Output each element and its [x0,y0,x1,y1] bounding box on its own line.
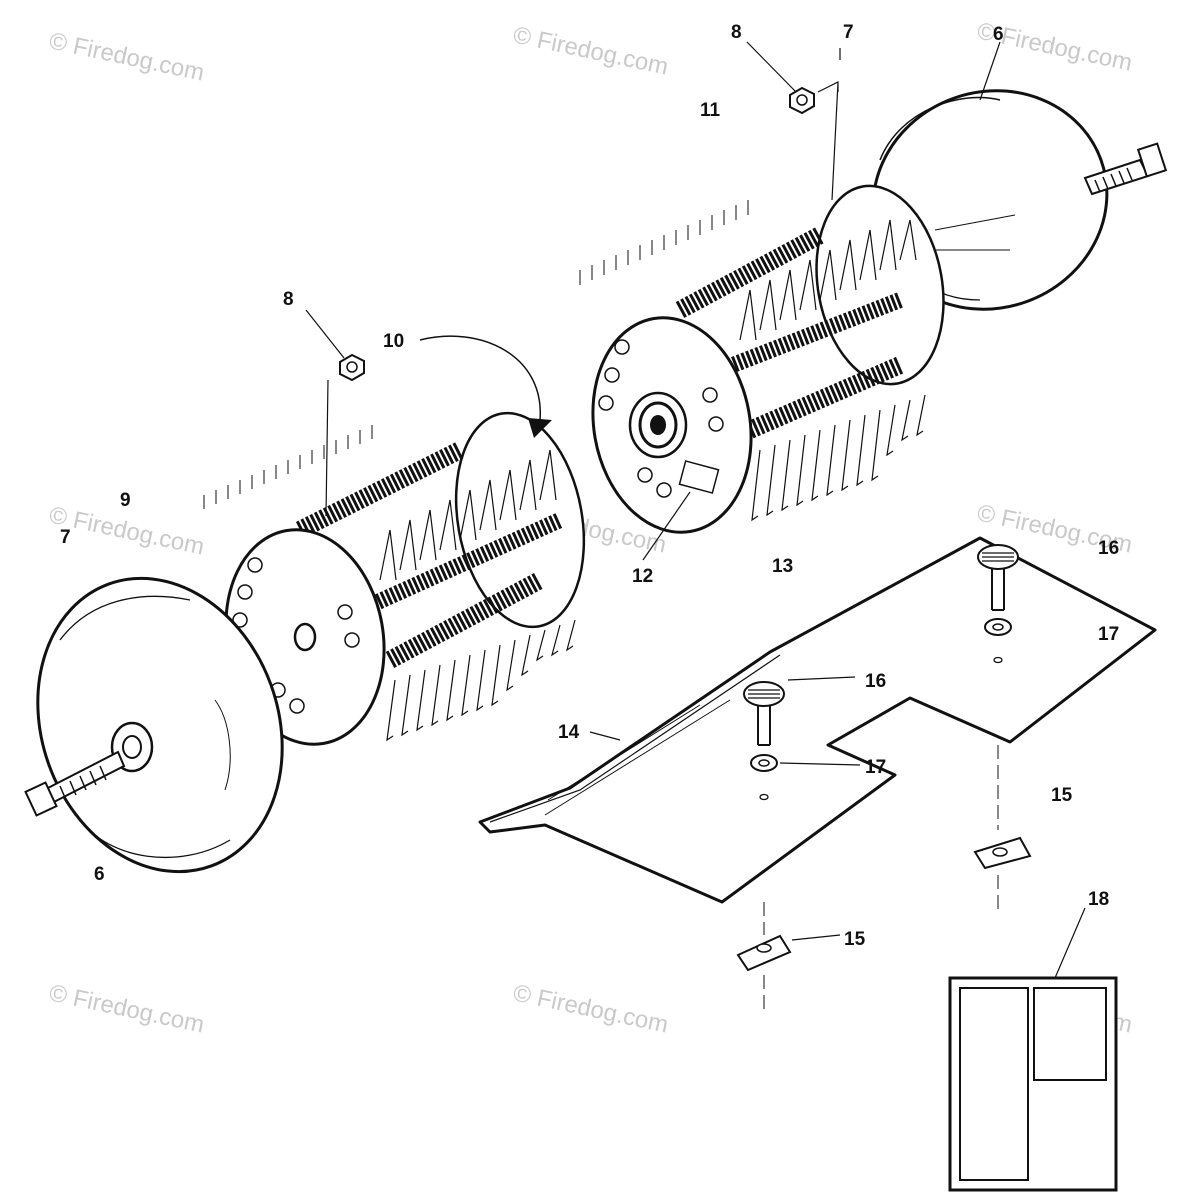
clip-bottom [736,902,792,1010]
watermark-8: © Firedog.com [511,979,671,1038]
nut-top [789,86,815,115]
callout-10: 10 [383,331,404,352]
callout-6-bottom: 6 [94,864,105,885]
callout-14: 14 [558,722,580,743]
watermark-2: © Firedog.com [511,21,671,80]
tines-left-lower [379,449,576,742]
leader-lines [305,41,1086,979]
callout-12: 12 [632,566,653,587]
callout-17-right: 17 [1098,624,1119,645]
tines-right-lower [739,219,926,522]
callout-15-bottom: 15 [844,929,866,950]
callout-13: 13 [772,556,793,577]
clip-right [973,745,1032,912]
callout-7-top: 7 [843,22,854,43]
callout-18: 18 [1088,889,1109,910]
nut-left [339,353,365,382]
operator-manual [948,976,1118,1192]
axle-bolt-right [1083,142,1168,196]
callout-9: 9 [120,490,131,511]
axle-bolt-left [24,750,126,817]
callout-11: 11 [700,100,721,121]
screw-mid [743,681,785,801]
rotation-arrow [419,335,552,438]
callout-layer: 6 7 8 11 8 10 9 7 12 13 16 17 16 17 14 1… [60,22,1119,950]
callout-16-right: 16 [1098,538,1119,559]
reel-right-bolts [598,339,724,498]
reel-left-bolts [232,557,360,714]
callout-16-mid: 16 [865,671,886,692]
callout-17-mid: 17 [865,757,886,778]
callout-15-right: 15 [1051,785,1073,806]
callout-7-left: 7 [60,527,71,548]
screw-right [977,544,1019,664]
tines-left-upper [203,425,373,509]
callout-6-top: 6 [993,24,1004,45]
tines-right-upper [579,200,749,285]
reel-right-decal [678,460,720,494]
callout-8-left: 8 [283,289,294,310]
callout-8-top: 8 [731,22,742,43]
reel-right [579,184,945,534]
reel-right-hub [628,391,688,459]
watermark-7: © Firedog.com [47,979,207,1038]
watermark-1: © Firedog.com [47,27,207,86]
reel-left-hub [293,622,317,652]
reel-left [203,411,586,746]
wheel-left [24,576,284,874]
shield-plate [478,536,1157,904]
